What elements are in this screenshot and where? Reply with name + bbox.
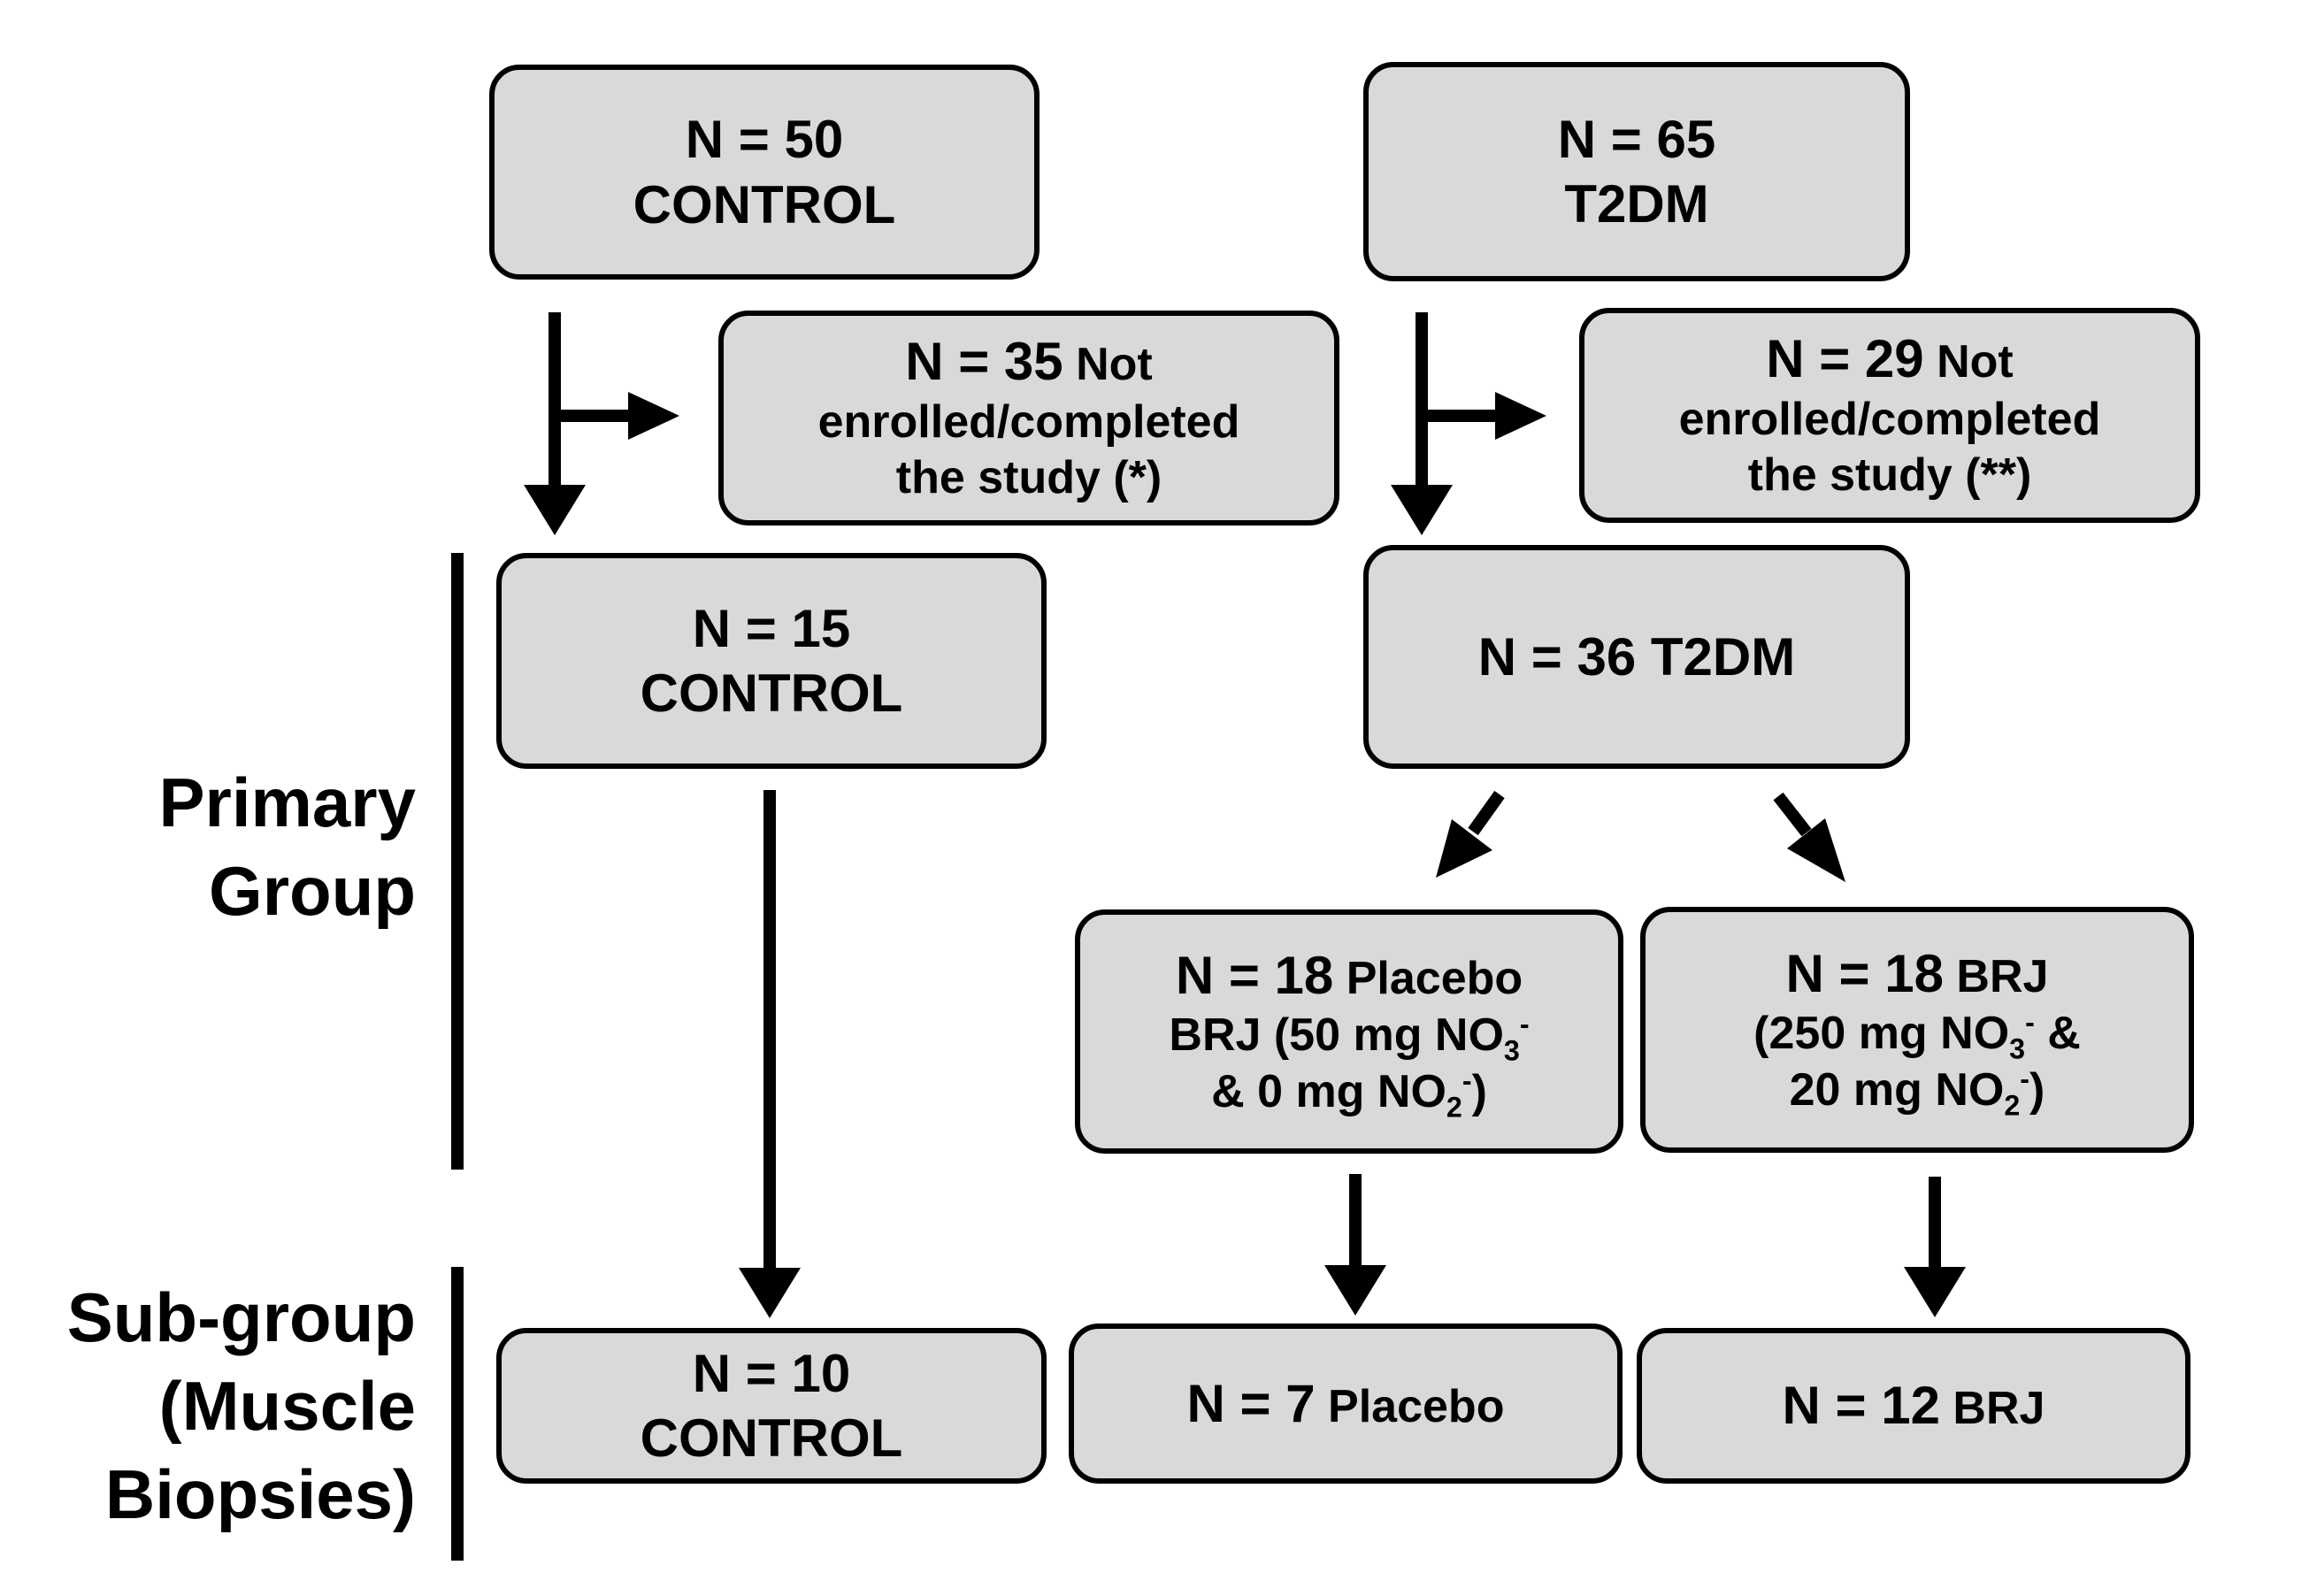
arrowhead bbox=[524, 485, 586, 535]
subgroup-bracket bbox=[451, 1267, 464, 1561]
arrowhead bbox=[1495, 392, 1546, 440]
arrowhead bbox=[628, 392, 679, 440]
subgroup-label: Sub-group (Muscle Biopsies) bbox=[66, 1278, 416, 1533]
placebo-subgroup-box: N = 7 Placebo bbox=[1069, 1324, 1623, 1484]
arrowhead bbox=[1787, 818, 1845, 882]
t2dm-total-box: N = 65 T2DM bbox=[1363, 62, 1910, 281]
brj-arm-box: N = 18 BRJ (250 mg NO3- & 20 mg NO2-) bbox=[1640, 907, 2194, 1153]
arrowhead bbox=[1436, 819, 1492, 878]
arrow-t2dm-to-placebo bbox=[1468, 790, 1505, 836]
arrowhead bbox=[1324, 1265, 1386, 1316]
brj-subgroup-box: N = 12 BRJ bbox=[1637, 1328, 2190, 1484]
primary-group-label: Primary Group bbox=[158, 763, 416, 930]
control-excluded-box: N = 35 Not enrolled/completed the study … bbox=[718, 311, 1339, 526]
arrowhead bbox=[1391, 485, 1453, 535]
primary-group-bracket bbox=[451, 553, 464, 1170]
placebo-arm-box: N = 18 Placebo BRJ (50 mg NO3- & 0 mg NO… bbox=[1075, 909, 1623, 1154]
arrow-t2dm-to-brj bbox=[1773, 792, 1812, 837]
control-subgroup-box: N = 10 CONTROL bbox=[496, 1328, 1047, 1484]
control-total-box: N = 50 CONTROL bbox=[489, 65, 1040, 280]
control-primary-box: N = 15 CONTROL bbox=[496, 553, 1047, 769]
t2dm-excluded-box: N = 29 Not enrolled/completed the study … bbox=[1579, 308, 2200, 523]
arrowhead bbox=[739, 1268, 801, 1318]
arrowhead bbox=[1904, 1267, 1966, 1317]
t2dm-primary-box: N = 36 T2DM bbox=[1363, 545, 1910, 769]
